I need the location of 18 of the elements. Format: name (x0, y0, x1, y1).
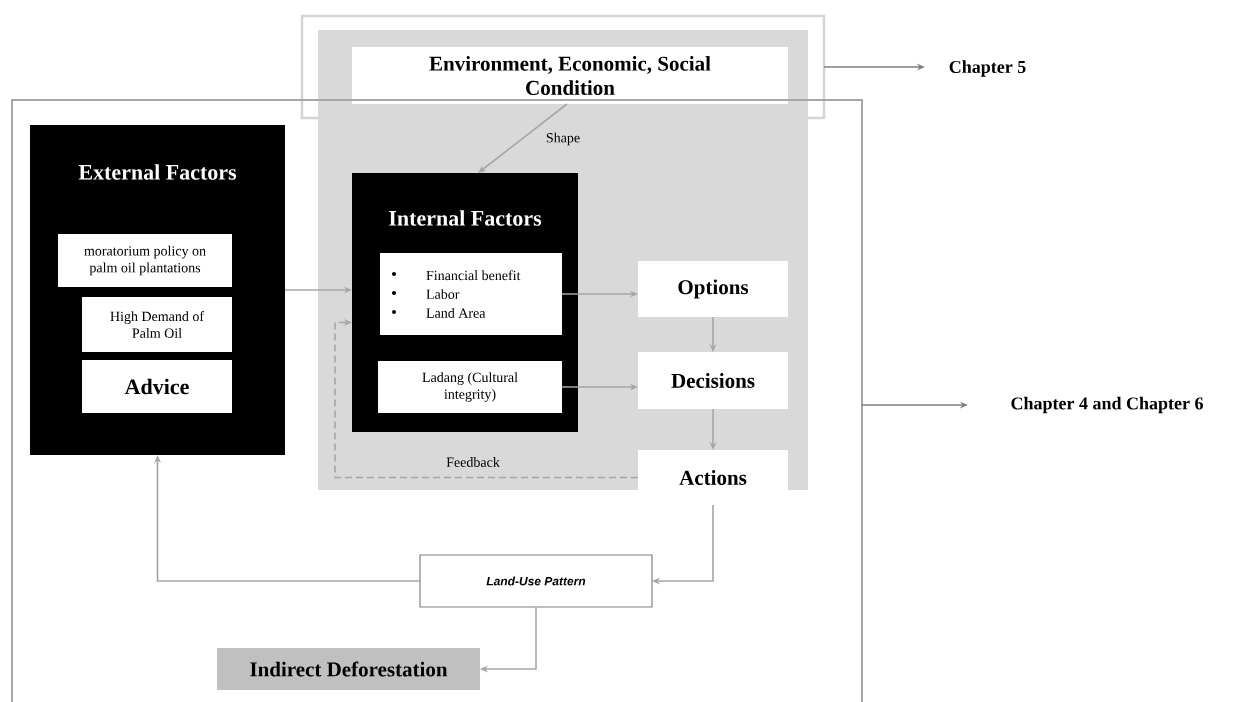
chapter-label: Chapter 5 (949, 60, 1026, 77)
factor-list: Financial benefit Labor Land Area (380, 253, 562, 335)
factor-box: Advice (82, 360, 232, 413)
outcome-box: Indirect Deforestation (217, 648, 480, 690)
node-label: Actions (679, 470, 747, 485)
chapter-label: Chapter 4 and Chapter 6 (1011, 396, 1203, 414)
arrow (478, 103, 568, 173)
arrow (334, 318, 639, 479)
frame (11, 99, 863, 702)
factor-box: moratorium policy on palm oil plantations (58, 234, 232, 287)
step-box: Options (638, 261, 788, 317)
edge-label: Feedback (444, 455, 502, 469)
condition-box: Environment, Economic, Social Condition (352, 47, 788, 104)
step-box: Decisions (638, 352, 788, 409)
factor-box: Ladang (Cultural integrity) (378, 361, 562, 413)
step-box: Actions (638, 450, 788, 505)
pattern-box: Land-Use Pattern (419, 554, 653, 608)
factor-box: High Demand of Palm Oil (82, 297, 232, 352)
